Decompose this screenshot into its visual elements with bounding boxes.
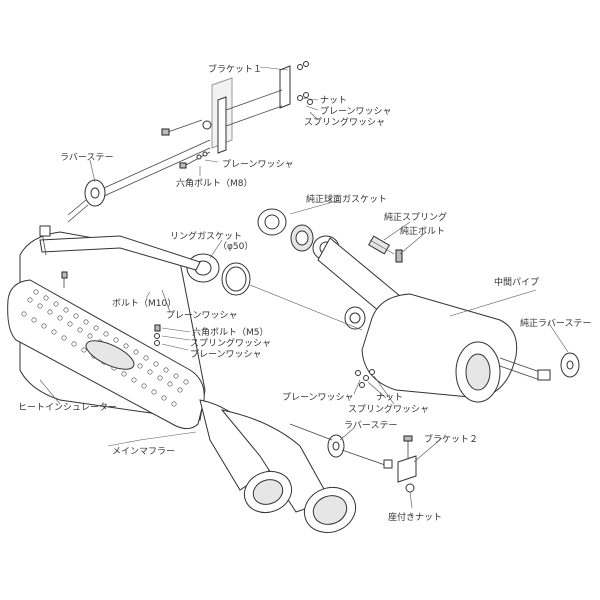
label-seat-nut: 座付きナット (388, 511, 442, 523)
label-main-muffler: メインマフラー (112, 446, 175, 457)
label-rubber-stay-low: ラバーステー (344, 420, 397, 431)
label-oem-bolt: 純正ボルト (400, 225, 445, 237)
label-heat-insulator: ヒートインシュレーター (18, 402, 117, 413)
label-plain-washer-low: プレーンワッシャ (282, 392, 354, 403)
label-plain-washer-top: プレーンワッシャ (320, 106, 392, 117)
rubber-stay-low (289, 423, 393, 469)
label-plain-washer-mid: プレーンワッシャ (222, 159, 294, 170)
label-nut-low: ナット (376, 392, 403, 403)
label-ring-gasket-size: （φ50） (218, 241, 253, 252)
label-spring-washer-low: スプリングワッシャ (348, 403, 429, 415)
label-spring-washer-top: スプリングワッシャ (304, 116, 385, 128)
label-rubber-stay-left: ラバーステー (60, 152, 113, 163)
bracket-1-bolts (161, 61, 313, 169)
label-bracket-2: ブラケット２ (424, 433, 478, 445)
part-labels: ブラケット１ ナット プレーンワッシャ スプリングワッシャ ラバーステー プレー… (18, 63, 591, 523)
label-oem-rubber-stay: 純正ラバーステー (520, 317, 591, 329)
leader-lines (39, 66, 569, 509)
label-plain-washer-m10: プレーンワッシャ (166, 310, 238, 321)
label-oem-gasket: 純正球面ガスケット (306, 193, 387, 205)
heat-insulator (7, 279, 205, 430)
tail-pipes (199, 399, 357, 534)
label-hex-bolt-m5: 六角ボルト（M5） (192, 326, 269, 338)
oem-rubber-stay (560, 352, 580, 378)
oem-spring-bolt (368, 235, 403, 263)
label-plain-washer-m5: プレーンワッシャ (190, 349, 262, 360)
assembly-axis (249, 284, 363, 331)
center-pipe-fasteners (355, 369, 375, 388)
label-ring-gasket: リングガスケット (170, 230, 242, 242)
label-center-pipe: 中間パイプ (494, 276, 539, 288)
ring-gasket (186, 253, 251, 296)
center-pipe (361, 293, 551, 403)
label-bolt-m10: ボルト（M10） (112, 298, 176, 309)
bracket-2 (397, 435, 417, 493)
bracket-1 (211, 65, 291, 154)
label-spring-washer-m5: スプリングワッシャ (190, 337, 271, 349)
label-nut-top: ナット (320, 95, 347, 106)
m5-fasteners (61, 271, 161, 346)
label-hex-bolt-m8: 六角ボルト（M8） (176, 177, 253, 189)
rubber-stay-left (67, 139, 211, 223)
heat-insulator-holes (21, 289, 189, 407)
label-oem-spring: 純正スプリング (384, 211, 447, 223)
label-bracket-1: ブラケット１ (208, 63, 262, 75)
